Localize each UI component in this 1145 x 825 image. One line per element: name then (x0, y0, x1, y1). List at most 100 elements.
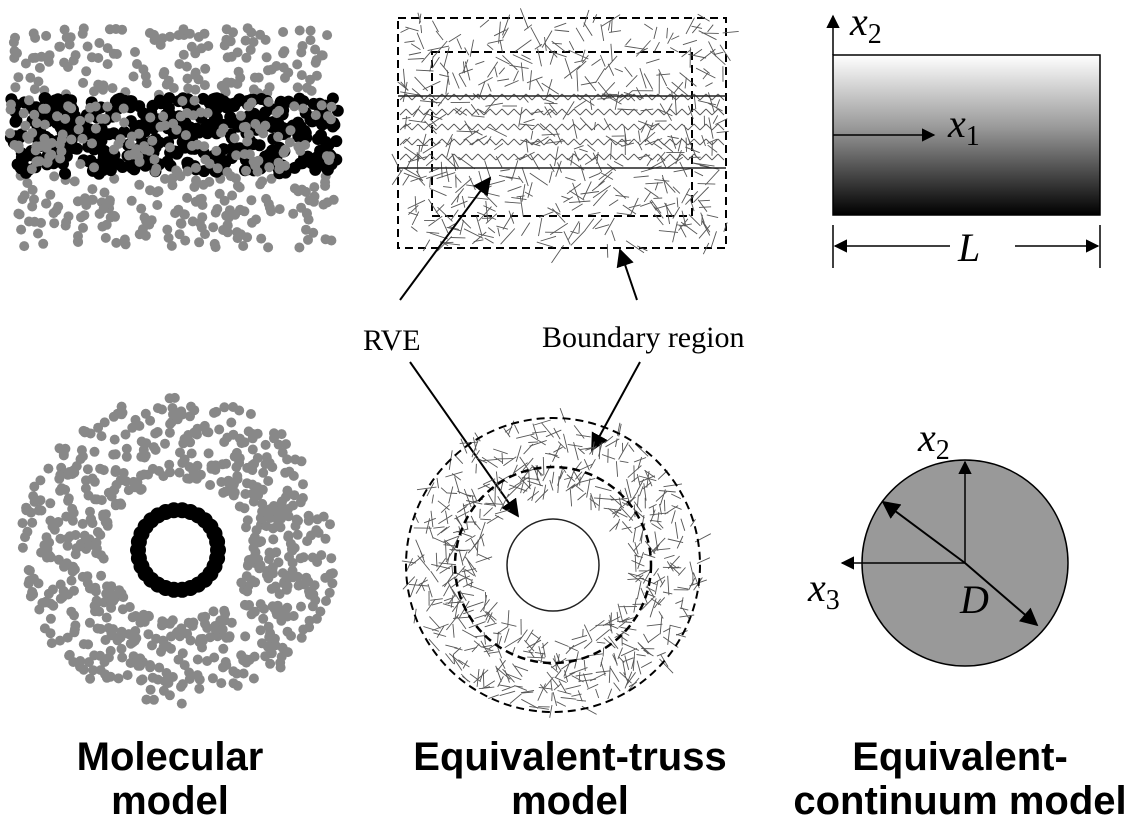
truss-strut (628, 681, 637, 688)
truss-strut (508, 210, 515, 224)
polymer-atom (218, 643, 229, 654)
lattice-bond (675, 93, 683, 101)
polymer-atom (77, 518, 88, 529)
truss-strut (549, 705, 553, 718)
polymer-atom (109, 434, 120, 445)
truss-strut (640, 201, 654, 207)
truss-strut (431, 563, 451, 570)
truss-strut (421, 50, 433, 63)
polymer-atom (310, 44, 321, 55)
truss-strut (471, 643, 480, 653)
truss-strut (676, 224, 688, 227)
truss-strut (423, 626, 440, 632)
truss-strut (477, 211, 497, 220)
truss-strut (407, 204, 419, 216)
truss-strut (540, 235, 557, 242)
x2-label-bottom: x2 (918, 415, 950, 466)
truss-strut (613, 161, 624, 167)
truss-strut (545, 140, 566, 144)
truss-strut (513, 70, 519, 82)
truss-strut (697, 13, 710, 22)
polymer-atom (33, 228, 43, 239)
truss-strut (436, 172, 456, 180)
truss-strut (511, 196, 527, 201)
lattice-bond (489, 93, 497, 101)
truss-strut (483, 594, 488, 612)
truss-strut (599, 54, 606, 67)
polymer-atom (95, 665, 106, 676)
polymer-atom (309, 182, 320, 193)
polymer-atom (188, 110, 199, 121)
nanotube-atom (212, 153, 225, 166)
truss-strut (631, 476, 639, 483)
truss-strut (632, 651, 636, 671)
polymer-atom (130, 482, 141, 493)
truss-strut (584, 218, 595, 231)
polymer-atom (98, 553, 109, 564)
x1-label: x1 (948, 101, 980, 152)
truss-strut (519, 466, 533, 482)
truss-strut (576, 434, 591, 438)
polymer-atom (174, 631, 185, 642)
truss-strut (656, 651, 666, 657)
lattice-bond (525, 93, 533, 101)
truss-strut (707, 144, 718, 153)
caption-truss-model: Equivalent-truss model (405, 735, 735, 823)
polymer-atom (240, 489, 251, 499)
truss-strut (460, 438, 468, 454)
polymer-atom (298, 479, 308, 490)
nanotube-atom (181, 156, 194, 169)
polymer-atom (320, 533, 331, 544)
truss-strut (589, 100, 593, 110)
lattice-bond (687, 153, 695, 161)
truss-strut (425, 518, 431, 534)
truss-strut (560, 661, 572, 670)
polymer-atom (118, 592, 129, 603)
polymer-atom (22, 526, 33, 537)
truss-strut (531, 486, 536, 502)
polymer-atom (41, 30, 52, 41)
truss-strut (544, 98, 555, 104)
polymer-atom (29, 481, 40, 492)
lattice-bond (717, 138, 725, 146)
polymer-atom (163, 678, 174, 688)
truss-strut (583, 22, 593, 37)
truss-strut (548, 102, 558, 114)
truss-strut (569, 489, 573, 507)
lattice-bond (615, 153, 623, 161)
lattice-bond (633, 153, 641, 161)
lattice-bond (429, 138, 437, 146)
truss-strut (633, 508, 645, 519)
lattice-bond (657, 108, 665, 116)
polymer-atom (263, 621, 274, 632)
polymer-atom (282, 647, 293, 658)
lattice-bond (477, 108, 485, 116)
polymer-atom (139, 141, 150, 152)
polymer-atom (56, 146, 67, 157)
truss-strut (484, 160, 492, 181)
lattice-bond (453, 93, 461, 101)
truss-strut (443, 584, 451, 597)
truss-strut (666, 27, 668, 39)
polymer-atom (222, 77, 232, 88)
lattice-bond (621, 138, 629, 146)
truss-strut (563, 231, 571, 245)
lattice-bond (585, 108, 593, 116)
truss-strut (502, 27, 509, 39)
polymer-atom (282, 580, 293, 591)
lattice-bond (471, 138, 479, 146)
truss-strut (568, 40, 575, 51)
polymer-atom (61, 558, 72, 569)
truss-strut (556, 701, 567, 707)
truss-strut (522, 484, 532, 494)
polymer-atom (100, 232, 111, 243)
polymer-atom (40, 103, 51, 114)
lattice-bond (417, 138, 425, 146)
lattice-bond (663, 108, 671, 116)
truss-strut (621, 526, 632, 530)
truss-strut (678, 218, 689, 231)
polymer-atom (199, 80, 210, 91)
lattice-bond (507, 123, 515, 131)
truss-strut (551, 40, 566, 53)
truss-strut (443, 597, 453, 602)
